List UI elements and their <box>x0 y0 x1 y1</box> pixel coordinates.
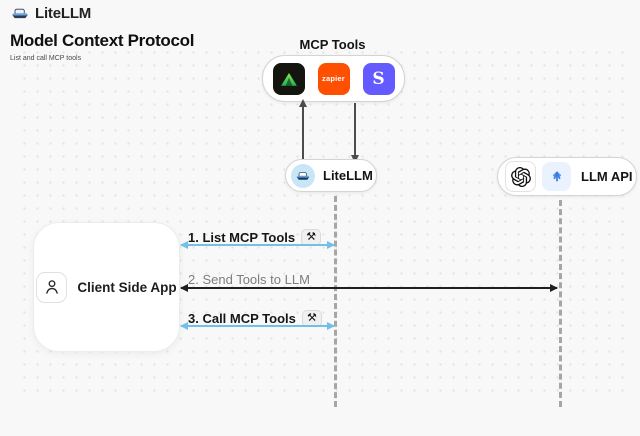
llm-api-lifeline <box>559 200 562 407</box>
arrow-mcp-to-litellm <box>351 103 359 163</box>
mcp-tools-box: zapier S <box>262 55 405 102</box>
litellm-logo-icon <box>10 6 30 21</box>
litellm-brand: LiteLLM <box>10 5 91 22</box>
litellm-lifeline <box>334 196 337 407</box>
flow-1-label: 1. List MCP Tools ⚒ <box>188 229 322 246</box>
flow-3-text: 3. Call MCP Tools <box>188 311 296 326</box>
green-triangle-app-icon <box>272 62 305 95</box>
stripe-label: S <box>372 68 385 89</box>
page-title: Model Context Protocol <box>10 31 195 50</box>
llm-api-node: LLM API <box>497 157 637 196</box>
zapier-icon: zapier <box>317 62 350 95</box>
zapier-label: zapier <box>322 74 345 83</box>
flow-1-text: 1. List MCP Tools <box>188 230 296 245</box>
person-icon <box>36 271 68 303</box>
page-subtitle: List and call MCP tools <box>10 55 82 62</box>
flow-2-arrow <box>180 284 558 292</box>
client-node-label: Client Side App <box>77 279 177 295</box>
mcp-tools-label: MCP Tools <box>299 37 366 52</box>
litellm-boat-icon <box>291 163 315 188</box>
stripe-icon: S <box>362 62 395 95</box>
blue-provider-icon <box>542 162 571 191</box>
flow-2-text: 2. Send Tools to LLM <box>188 272 310 287</box>
flow-3-arrow <box>180 322 335 330</box>
litellm-node: LiteLLM <box>285 159 377 192</box>
flow-3-label: 3. Call MCP Tools ⚒ <box>188 310 322 327</box>
flow-1-arrow <box>180 241 335 249</box>
flow-2-label: 2. Send Tools to LLM <box>188 272 310 287</box>
client-side-app-node: Client Side App <box>33 222 180 352</box>
arrow-litellm-to-mcp <box>299 99 307 159</box>
litellm-node-label: LiteLLM <box>323 168 373 183</box>
llm-api-node-label: LLM API <box>581 169 633 184</box>
openai-icon <box>505 161 536 192</box>
brand-name: LiteLLM <box>35 5 92 22</box>
